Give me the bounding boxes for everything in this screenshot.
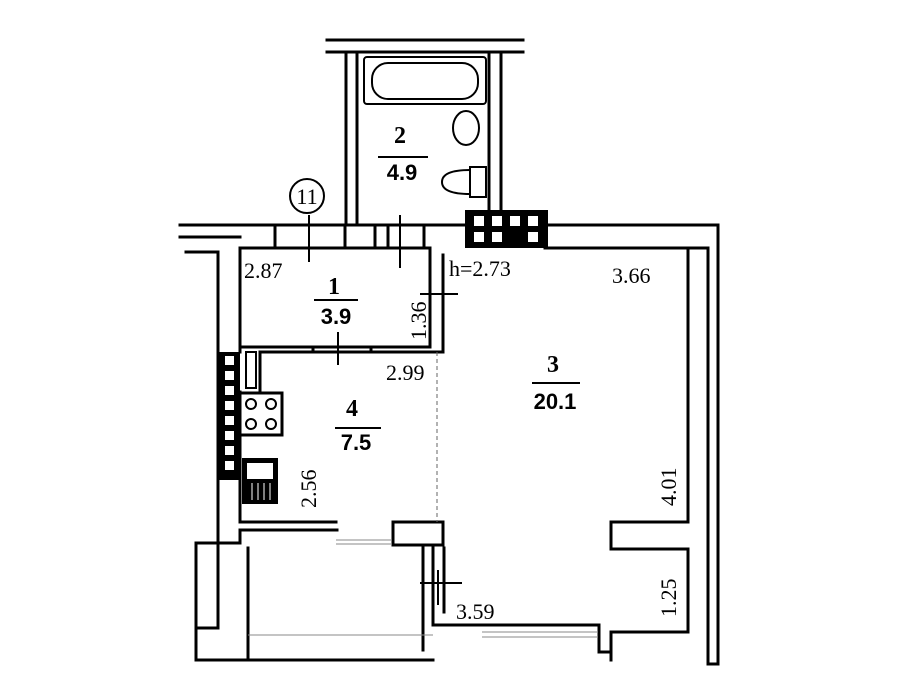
room-4-label: 4 7.5 (335, 396, 381, 455)
room-1-number: 1 (328, 274, 340, 300)
vent-shaft (465, 210, 548, 248)
sink (452, 110, 480, 146)
top-wall (178, 223, 720, 250)
kitchen-column (391, 520, 445, 547)
bathroom-wall (325, 38, 525, 227)
toilet (440, 166, 487, 198)
dimension-height: h=2.73 (449, 256, 511, 281)
left-wall (184, 246, 339, 662)
axis-marker: 11 (289, 178, 325, 214)
windows (248, 539, 598, 638)
dimension-2-56: 2.56 (296, 470, 321, 509)
room-1-area: 3.9 (321, 304, 352, 329)
walls (178, 38, 720, 666)
room-1-label: 1 3.9 (314, 274, 358, 329)
radiator (219, 351, 257, 480)
room-3-number: 3 (547, 352, 559, 378)
wall-ticks (273, 225, 426, 352)
room-2-number: 2 (394, 123, 406, 149)
dimension-2-99: 2.99 (386, 360, 425, 385)
room-3-area: 20.1 (534, 389, 577, 414)
dimension-3-59: 3.59 (456, 599, 495, 624)
right-wall (609, 223, 720, 666)
dimension-ticks (308, 215, 462, 605)
dimension-4-01: 4.01 (656, 468, 681, 507)
bathtub (363, 56, 487, 105)
axis-marker-label: 11 (296, 184, 317, 209)
room-4-area: 7.5 (341, 430, 372, 455)
stove (238, 391, 284, 437)
dimension-3-66: 3.66 (612, 263, 651, 288)
dimension-1-25: 1.25 (656, 579, 681, 618)
bottom-wall (194, 546, 613, 662)
room-2-label: 2 4.9 (378, 123, 428, 185)
corridor-wall (238, 246, 445, 394)
room-4-number: 4 (346, 396, 358, 422)
dimension-1-36: 1.36 (406, 302, 431, 341)
dimension-2-87: 2.87 (244, 258, 283, 283)
room-2-area: 4.9 (387, 160, 418, 185)
kitchen-sink (242, 458, 278, 504)
room-3-label: 3 20.1 (532, 352, 580, 414)
